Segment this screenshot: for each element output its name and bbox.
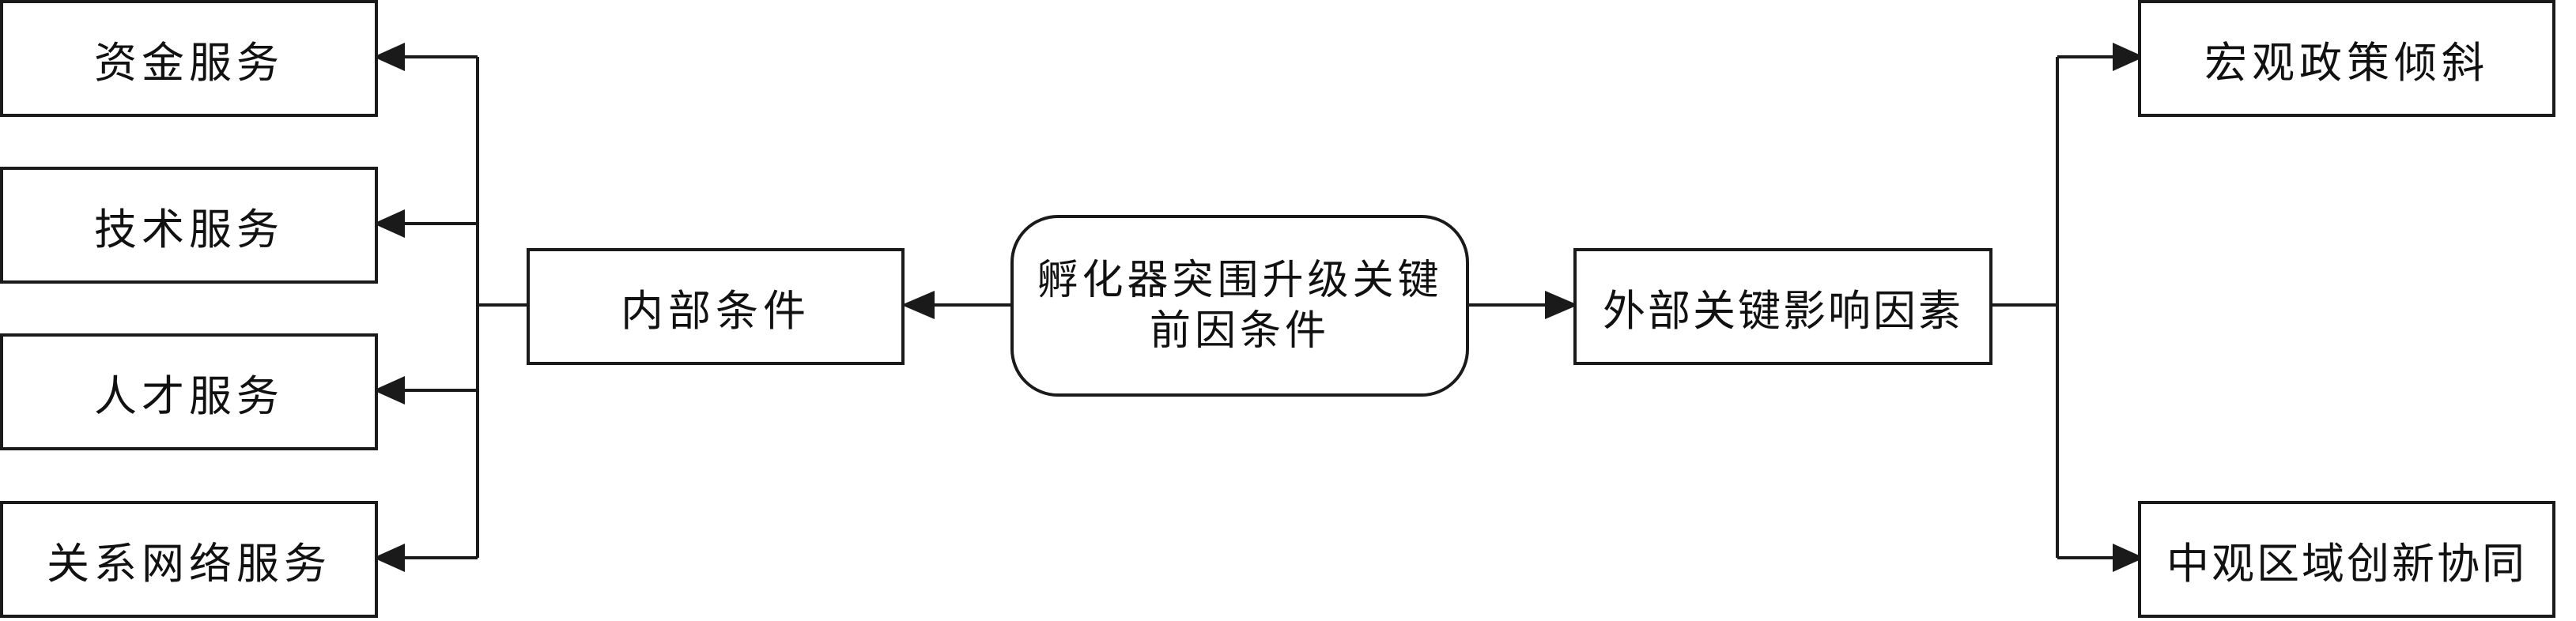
external-item-1: 中观区域创新协同 [2138, 501, 2555, 618]
arrowhead-ext-item-1 [2113, 544, 2144, 572]
internal-item-label: 技术服务 [94, 204, 284, 254]
internal-item-label: 关系网络服务 [47, 538, 331, 589]
arrowhead-item-3 [373, 544, 405, 572]
external-factors-label: 外部关键影响因素 [1603, 285, 1963, 336]
arrowhead-internal [901, 291, 935, 319]
external-factors-node: 外部关键影响因素 [1573, 248, 1992, 365]
internal-item-3: 关系网络服务 [0, 501, 378, 618]
arrowhead-external [1545, 291, 1578, 319]
internal-item-1: 技术服务 [0, 167, 378, 284]
arrowhead-ext-item-0 [2113, 43, 2144, 71]
arrowhead-item-0 [373, 43, 405, 71]
center-label-line1: 孵化器突围升级关键 [1037, 257, 1443, 304]
external-item-label: 宏观政策倾斜 [2204, 37, 2489, 88]
center-node: 孵化器突围升级关键 前因条件 [1010, 215, 1469, 397]
center-label-line2: 前因条件 [1149, 307, 1330, 355]
internal-item-0: 资金服务 [0, 0, 378, 117]
external-item-label: 中观区域创新协同 [2166, 538, 2527, 589]
internal-item-2: 人才服务 [0, 333, 378, 450]
arrowhead-item-2 [373, 376, 405, 405]
internal-item-label: 人才服务 [94, 371, 284, 421]
external-item-0: 宏观政策倾斜 [2138, 0, 2555, 117]
internal-item-label: 资金服务 [94, 37, 284, 88]
internal-conditions-label: 内部条件 [621, 285, 810, 336]
internal-conditions-node: 内部条件 [527, 248, 905, 365]
arrowhead-item-1 [373, 209, 405, 238]
